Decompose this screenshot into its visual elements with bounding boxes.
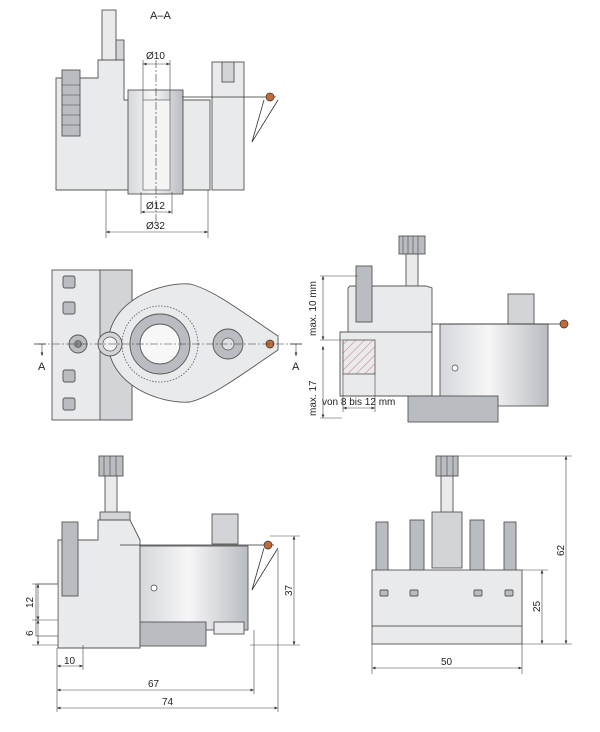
plan-hole-1: [62, 275, 76, 289]
front-cylinder: [139, 545, 249, 631]
dim-50: 50: [441, 657, 453, 668]
dim-dia-32: Ø32: [146, 221, 165, 232]
section-mark-left: A: [38, 361, 46, 373]
tool-shank: [342, 339, 376, 375]
plan-hole-4: [62, 397, 76, 411]
end-screw-4: [503, 521, 517, 573]
end-screw-3: [469, 519, 485, 573]
front-gear: [139, 621, 207, 647]
side-view: max. 10 mm max. 17 von 8 bis 12 mm: [308, 235, 569, 423]
dim-25: 25: [532, 600, 543, 612]
dim-74: 74: [162, 697, 174, 708]
dim-62: 62: [556, 544, 567, 556]
side-post: [507, 293, 535, 325]
dim-dia-10: Ø10: [146, 51, 165, 62]
dim-67: 67: [148, 679, 160, 690]
section-view-a-a: A–A Ø10 Ø12 Ø32: [55, 9, 279, 238]
plan-hole-2: [62, 301, 76, 315]
end-view: 62 25 50: [371, 455, 572, 674]
clamp-rod: [101, 9, 117, 61]
front-view: 12 6 37 10 67 74: [25, 455, 300, 712]
dim-max-10: max. 10 mm: [308, 281, 319, 336]
front-pin: [213, 621, 245, 635]
dim-10: 10: [64, 656, 76, 667]
left-screw: [61, 69, 81, 137]
section-label: A–A: [150, 10, 171, 22]
front-spring: [251, 547, 279, 591]
plan-hole-3: [62, 369, 76, 383]
side-gear: [407, 395, 499, 423]
section-mark-right: A: [292, 361, 300, 373]
end-base: [371, 569, 523, 645]
front-post: [211, 513, 239, 545]
post-cap: [221, 61, 235, 83]
end-center-block: [431, 511, 463, 569]
dim-6: 6: [25, 630, 36, 636]
dim-12: 12: [25, 596, 36, 608]
dim-range: von 8 bis 12 mm: [322, 397, 395, 408]
side-screw: [355, 265, 373, 323]
side-cylinder: [439, 323, 549, 407]
tool-slot: [35, 583, 59, 637]
end-screw-1: [375, 521, 389, 573]
spring-wire: [251, 99, 279, 143]
end-knob-shaft: [440, 475, 454, 517]
front-body: [57, 519, 141, 649]
front-knob: [98, 455, 124, 477]
bore: [142, 99, 171, 191]
plan-view: A A: [34, 269, 302, 421]
dim-max-17: max. 17: [308, 380, 319, 416]
dim-dia-12: Ø12: [146, 201, 165, 212]
end-screw-2: [409, 519, 425, 573]
lever-ball: [265, 92, 275, 102]
front-screw: [61, 521, 79, 597]
dim-37: 37: [284, 584, 295, 596]
